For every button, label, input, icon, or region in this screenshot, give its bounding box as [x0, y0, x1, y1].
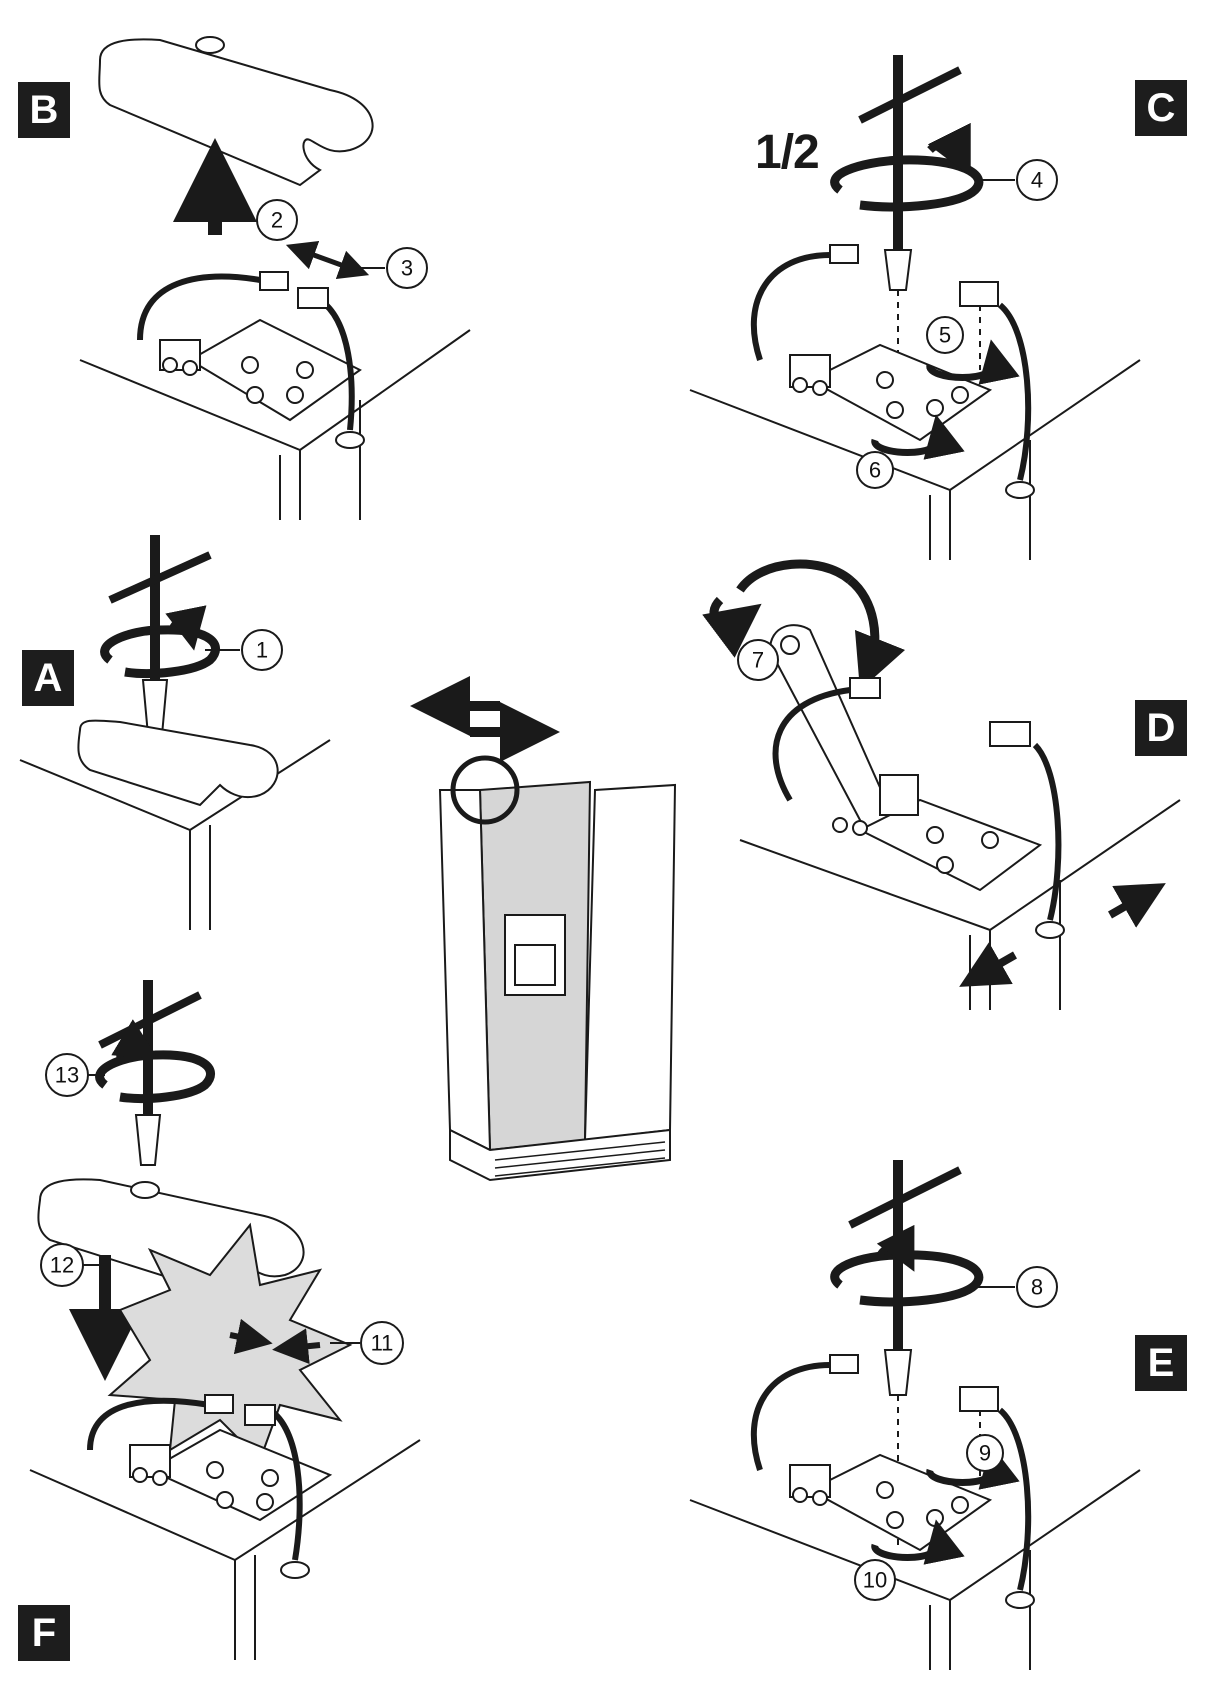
step-number: 13: [55, 1063, 79, 1088]
step-number: 2: [271, 208, 283, 233]
step-callout-5: 5: [926, 316, 964, 354]
step-number: 8: [1031, 1275, 1043, 1300]
detail-callout: [450, 755, 520, 825]
step-callout-11: 11: [330, 1321, 404, 1365]
panel-label-c: C: [1135, 80, 1187, 136]
step-number: 11: [371, 1331, 394, 1356]
panel-label-f: F: [18, 1605, 70, 1661]
step-callout-4: 4: [975, 159, 1058, 201]
half-turn-label: 1/2: [755, 126, 820, 179]
step-callout-7: 7: [737, 639, 779, 681]
step-callout-9: 9: [966, 1434, 1004, 1472]
step-number: 12: [50, 1253, 74, 1278]
hinge-cover: [98, 38, 374, 187]
panel-label-d: D: [1135, 700, 1187, 756]
panel-f-illustration: [29, 980, 421, 1660]
refrigerator-overview: [410, 676, 677, 1182]
connector-right: [297, 287, 329, 309]
panel-e-illustration: [689, 1160, 1141, 1670]
panel-b-illustration: [79, 36, 471, 520]
step-number: 5: [939, 323, 951, 348]
step-callout-2: 2: [225, 199, 298, 241]
panel-c-illustration: [689, 55, 1141, 560]
panel-a-illustration: [19, 535, 331, 930]
step-callout-6: 6: [856, 451, 894, 489]
step-number: 3: [401, 256, 413, 281]
panel-label-b: B: [18, 82, 70, 138]
fridge-door: [583, 783, 677, 1142]
step-callout-3: 3: [355, 247, 428, 289]
hinge-plate: [188, 318, 362, 422]
step-callout-10: 10: [854, 1559, 896, 1601]
cabinet-side: [438, 789, 492, 1152]
step-number: 6: [869, 458, 881, 483]
step-callout-13: 13: [45, 1053, 105, 1097]
step-number: 7: [752, 648, 764, 673]
panel-label-a: A: [22, 650, 74, 706]
panel-d-illustration: [702, 559, 1181, 1010]
step-number: 9: [979, 1441, 991, 1466]
panel-label-e: E: [1135, 1335, 1187, 1391]
step-number: 4: [1031, 168, 1043, 193]
wire-harness-left: [137, 273, 261, 341]
step-callout-8: 8: [975, 1266, 1058, 1308]
step-number: 1: [256, 638, 268, 663]
wire-harness-right: [318, 297, 355, 431]
connector-left: [259, 271, 289, 291]
step-callout-1: 1: [205, 629, 283, 671]
step-number: 10: [863, 1568, 887, 1593]
step-callout-12: 12: [40, 1243, 100, 1287]
